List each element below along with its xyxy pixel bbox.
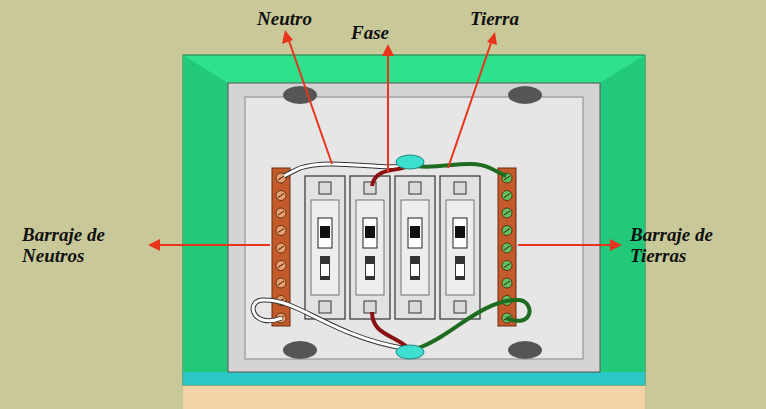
breaker (350, 176, 390, 319)
busbar-screw (502, 191, 512, 201)
screw-slot (278, 281, 284, 285)
arrowhead (487, 32, 497, 45)
breaker (305, 176, 345, 319)
leader-line (448, 40, 492, 168)
screw-slot (278, 194, 284, 198)
busbar-screw (276, 191, 286, 201)
screw-slot (278, 246, 284, 250)
screw-slot (278, 211, 284, 215)
busbar-screw (276, 208, 286, 218)
top-entry-hole (396, 155, 424, 169)
neutral-wire (253, 300, 402, 348)
part-label: Fase (351, 22, 389, 43)
back-panel (228, 83, 600, 372)
bottom-entry-hole (396, 345, 424, 359)
busbar-label: Barraje de Neutros (22, 224, 144, 266)
enclosure-side (183, 55, 228, 385)
busbar-screw (502, 243, 512, 253)
part-label: Tierra (470, 8, 519, 29)
knockout-hole (283, 86, 317, 104)
knockout-hole (508, 86, 542, 104)
busbar-screw (276, 278, 286, 288)
screw-slot (504, 281, 510, 285)
arrowhead (282, 30, 293, 44)
screw-slot (278, 229, 284, 233)
screw-slot (278, 176, 284, 180)
knockout-hole (508, 341, 542, 359)
screw-slot (504, 264, 510, 268)
knockout-hole (283, 341, 317, 359)
screw-slot (278, 264, 284, 268)
neutral-wire-outline (253, 300, 402, 348)
leader-line (518, 244, 614, 246)
leader-line (288, 38, 332, 164)
inner-panel (245, 97, 583, 359)
arrowhead (148, 239, 160, 251)
arrowhead (382, 44, 394, 56)
busbar-label: Barraje de Tierras (630, 224, 752, 266)
screw-slot (504, 246, 510, 250)
leader-line (387, 52, 389, 172)
breaker (395, 176, 435, 319)
enclosure-bottom-edge (183, 372, 645, 385)
busbar-screw (276, 261, 286, 271)
busbar-screw (276, 226, 286, 236)
busbar-screw (502, 261, 512, 271)
floor-strip (183, 383, 645, 409)
leader-arrows (148, 30, 622, 251)
leader-line (156, 244, 270, 246)
enclosure-side (600, 55, 645, 385)
busbar-screw (502, 278, 512, 288)
screw-slot (504, 229, 510, 233)
ground-wire (416, 164, 506, 176)
breaker (440, 176, 480, 319)
part-label: Neutro (257, 8, 312, 29)
screw-slot (504, 194, 510, 198)
busbar-screw (276, 243, 286, 253)
busbar-screw (502, 208, 512, 218)
busbar-screw (502, 226, 512, 236)
phase-wire (372, 312, 408, 348)
phase-wire (372, 166, 408, 186)
busbar-screws (276, 173, 512, 323)
enclosure-outer (183, 55, 645, 385)
screw-slot (504, 211, 510, 215)
arrowhead (610, 239, 622, 251)
ground-wire (418, 300, 530, 348)
